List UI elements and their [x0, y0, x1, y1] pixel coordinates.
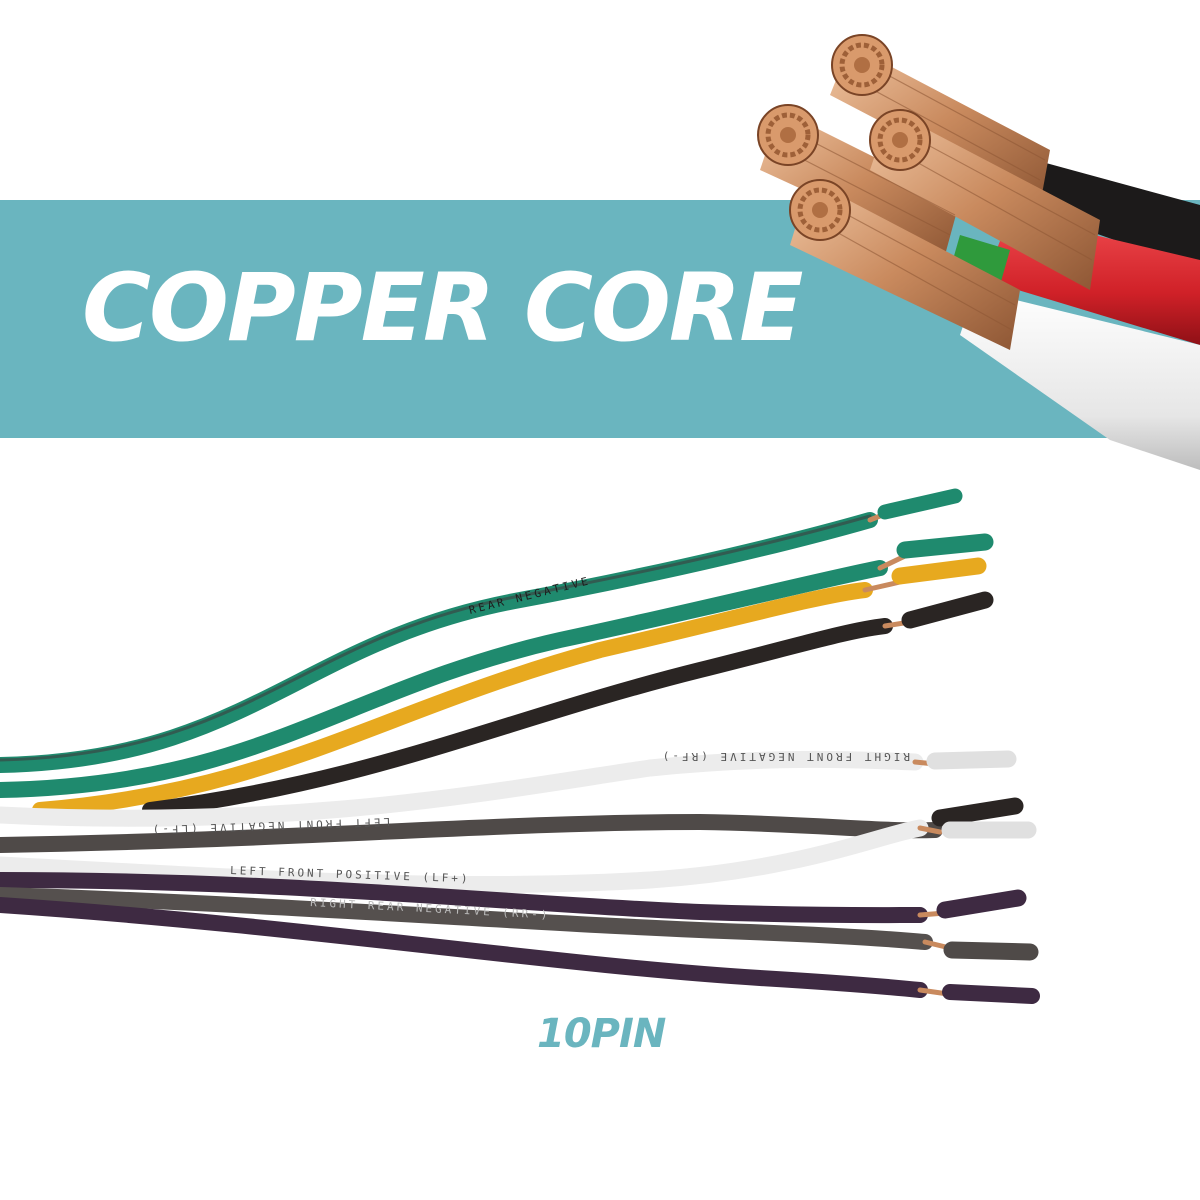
white-jacket — [960, 290, 1200, 470]
green-wire-1-tip — [877, 488, 963, 520]
white-wire-1-tip — [926, 750, 1017, 770]
green-wire-2 — [0, 560, 888, 798]
yellow-wire-copper — [862, 579, 903, 593]
copper-cable-closeup — [757, 34, 1200, 470]
green-wire-1 — [0, 512, 878, 773]
black-wire — [142, 618, 893, 818]
strand-end-d — [789, 179, 851, 241]
gray-wire-1-tip — [931, 797, 1024, 827]
black-wire-tip — [901, 591, 994, 629]
purple-wire-2 — [0, 897, 928, 998]
gray-wire-2-tip — [943, 941, 1039, 961]
white-wire-2 — [0, 819, 929, 894]
purple-wire-1-tip — [936, 889, 1027, 919]
wire-print-right-front-negative: RIGHT FRONT NEGATIVE (RF-) — [660, 750, 910, 763]
green-wire-2-copper — [877, 553, 908, 571]
gray-wire-2 — [0, 887, 933, 950]
wire-bundle — [0, 488, 1040, 1004]
yellow-wire-tip — [891, 557, 987, 585]
black-jacket — [1015, 160, 1200, 270]
gray-wire-1 — [0, 813, 943, 853]
yellow-wire — [32, 582, 873, 818]
green-wire-2-tip — [896, 533, 994, 559]
purple-wire-2-tip — [942, 984, 1040, 1004]
banner-title: COPPER CORE — [82, 254, 803, 363]
strand-end-c — [869, 109, 931, 171]
white-wire-1 — [0, 750, 924, 827]
strand-end-b — [757, 104, 819, 166]
pin-count-label: 10PIN — [537, 1011, 666, 1057]
strand-end-a — [831, 34, 893, 96]
purple-wire-1 — [0, 872, 928, 924]
white-wire-2-copper — [917, 825, 943, 835]
